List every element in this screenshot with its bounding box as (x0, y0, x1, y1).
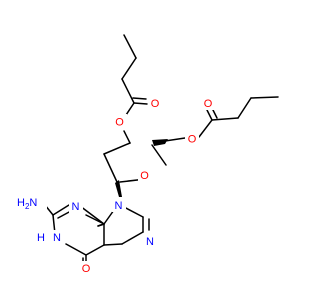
n1-hydrogen-label: H (37, 232, 45, 244)
amino-nitrogen-tspan: N (29, 197, 37, 209)
n3-label: N (72, 201, 80, 213)
bond (57, 210, 72, 219)
ring-oxygen-label: O (140, 170, 149, 182)
n1-label: N (53, 232, 61, 244)
bond (103, 243, 123, 246)
bond (123, 130, 131, 144)
carbonyl-oxygen-5-label: O (204, 98, 213, 110)
molecule-structure: O O O O O N N N H N O H2N (17, 34, 279, 275)
carbonyl-oxygen-3-label: O (151, 98, 160, 110)
wedge-bond-c4-c5 (152, 139, 168, 146)
bond (164, 137, 186, 142)
bond (85, 244, 105, 256)
bond (206, 109, 213, 121)
bond (52, 204, 70, 216)
bond (121, 57, 137, 80)
stereo-wedges (115, 139, 168, 197)
bond (237, 97, 252, 119)
bond (79, 205, 105, 225)
ester-oxygen-3-label: O (115, 117, 124, 129)
bond (103, 153, 118, 183)
amino-group-label: H2N (17, 197, 37, 211)
amino-hydrogen-tspan: H (17, 197, 25, 209)
ester-oxygen-5-label: O (188, 134, 197, 146)
o6-label: O (82, 263, 91, 275)
bond (65, 243, 87, 256)
bond (198, 119, 213, 138)
atom-labels: O O O O O N N N H N O H2N (17, 96, 215, 275)
bond (132, 97, 147, 100)
bond (103, 209, 115, 225)
bonds (44, 34, 279, 265)
bond (121, 231, 144, 245)
wedge-bond-c1-n9 (115, 180, 122, 197)
bond (123, 34, 137, 59)
bond (211, 117, 239, 121)
n7-label: N (146, 236, 154, 248)
bond (121, 78, 135, 104)
bond (151, 144, 167, 166)
bond (133, 102, 148, 105)
bond (250, 96, 279, 99)
bond (103, 142, 131, 155)
bond (125, 102, 135, 116)
amino-subscript-tspan: 2 (25, 202, 30, 211)
n9-label: N (115, 200, 123, 212)
